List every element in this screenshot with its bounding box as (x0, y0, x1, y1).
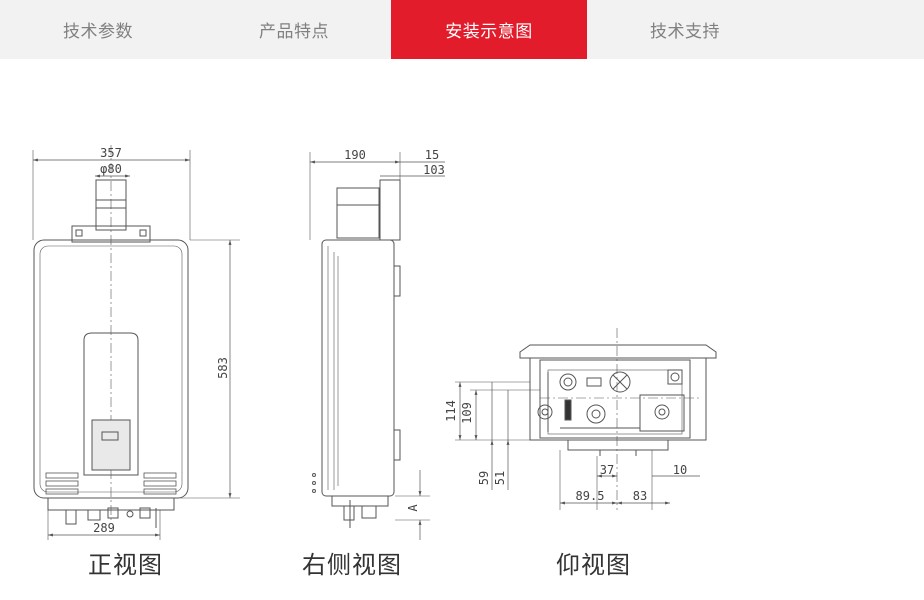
bottom-view-caption: 仰视图 (556, 551, 631, 579)
side-dim-103: 103 (423, 163, 445, 177)
tab-bar: 技术参数 产品特点 安装示意图 技术支持 (0, 0, 924, 59)
side-view-drawing (309, 152, 445, 540)
side-dim-a: A (406, 504, 420, 512)
bottom-dim-83: 83 (633, 489, 647, 503)
front-dim-flue: φ80 (100, 162, 122, 176)
front-dim-bottom: 289 (93, 521, 115, 535)
side-dim-15: 15 (425, 148, 439, 162)
bottom-view-drawing (455, 328, 717, 510)
tab-product-features[interactable]: 产品特点 (259, 22, 329, 42)
side-view-caption: 右侧视图 (302, 551, 402, 579)
bottom-dim-51: 51 (493, 471, 507, 485)
bottom-dim-109: 109 (460, 402, 474, 424)
tab-installation-diagram[interactable]: 安装示意图 (391, 0, 587, 59)
tab-technical-parameters[interactable]: 技术参数 (63, 22, 133, 42)
front-dim-width: 357 (100, 146, 122, 160)
bottom-dim-89-5: 89.5 (576, 489, 605, 503)
bottom-dim-37: 37 (600, 463, 614, 477)
bottom-dim-59: 59 (477, 471, 491, 485)
tab-technical-support[interactable]: 技术支持 (650, 22, 720, 42)
front-dim-height: 583 (216, 357, 230, 379)
installation-drawings: 357 φ80 583 289 (0, 59, 924, 600)
bottom-dim-10: 10 (673, 463, 687, 477)
front-view-caption: 正视图 (88, 551, 163, 579)
side-dim-depth: 190 (344, 148, 366, 162)
bottom-dim-114: 114 (444, 400, 458, 422)
front-view-drawing (32, 145, 240, 540)
